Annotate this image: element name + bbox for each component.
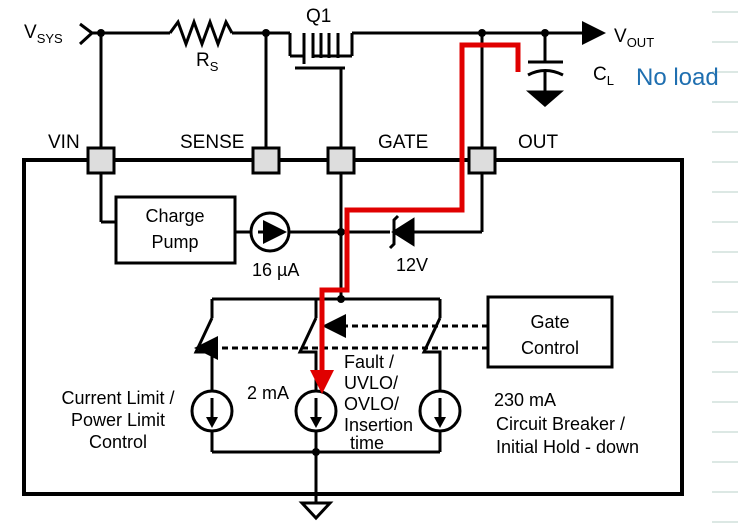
circuit-breaker-label-1: Circuit Breaker / <box>496 414 625 434</box>
current-sources-bottom <box>190 372 462 452</box>
fault-label-2: UVLO/ <box>344 373 398 393</box>
pin-out-box <box>467 146 497 175</box>
pin-vin-label: VIN <box>48 132 80 153</box>
vout-label: VOUT <box>614 26 654 50</box>
pin-gate-label: GATE <box>378 132 428 153</box>
current-source-right-icon <box>418 372 462 452</box>
current-limit-label-2: Power Limit <box>71 410 165 430</box>
fault-label-1: Fault / <box>344 352 394 372</box>
current-limit-label-3: Control <box>89 432 147 452</box>
fault-label-3: OVLO/ <box>344 394 399 414</box>
vsys-label: VSYS <box>24 22 63 46</box>
zener-12v-label: 12V <box>396 255 428 275</box>
internal-wiring <box>99 173 484 521</box>
rs-label: RS <box>196 50 219 74</box>
rs-resistor <box>168 17 234 49</box>
current-16ua-label: 16 µA <box>252 260 299 280</box>
page-edge-marks <box>712 11 738 523</box>
current-source-left-icon <box>190 372 234 452</box>
current-source-middle-icon <box>294 372 338 452</box>
control-dashed-lines <box>194 314 488 360</box>
charge-pump-block <box>114 195 237 265</box>
pin-vin-box <box>86 146 116 175</box>
current-230ma-label: 230 mA <box>494 390 556 410</box>
highlight-discharge-path <box>310 42 521 394</box>
charge-pump-label-2: Pump <box>151 232 198 252</box>
no-load-annotation: No load <box>636 64 719 91</box>
load-capacitor <box>525 33 565 107</box>
pin-wires <box>99 33 484 148</box>
cl-label: CL <box>593 64 614 88</box>
circuit-breaker-label-2: Initial Hold - down <box>496 437 639 457</box>
top-rail <box>78 17 606 49</box>
labels: VSYS RS Q1 VOUT CL No load VIN SENSE GAT… <box>24 6 719 457</box>
pin-gate-box <box>326 146 356 175</box>
fault-label-5: time <box>350 433 384 453</box>
q1-mosfet <box>288 33 354 148</box>
fault-label-4: Insertion <box>344 415 413 435</box>
current-limit-label-1: Current Limit / <box>61 388 174 408</box>
zener-diode-icon <box>388 214 415 250</box>
charge-pump-label-1: Charge <box>145 206 204 226</box>
pin-out-label: OUT <box>518 132 559 153</box>
pin-sense-box <box>251 146 281 175</box>
q1-label: Q1 <box>306 6 331 27</box>
current-source-16ua-icon <box>249 211 291 253</box>
gate-control-block <box>486 295 614 369</box>
gate-control-label-2: Control <box>521 338 579 358</box>
gate-control-label-1: Gate <box>530 312 569 332</box>
pin-sense-label: SENSE <box>180 132 244 153</box>
current-2ma-label: 2 mA <box>247 383 289 403</box>
